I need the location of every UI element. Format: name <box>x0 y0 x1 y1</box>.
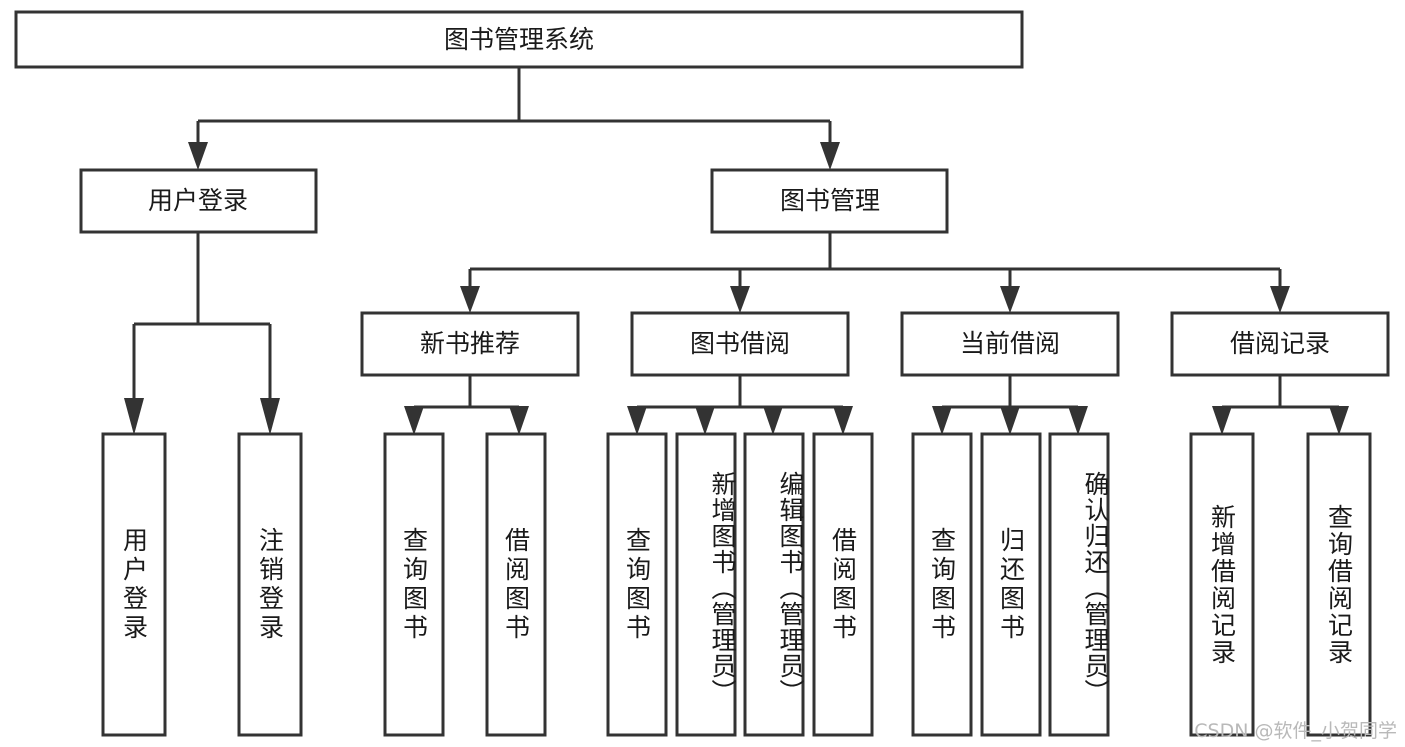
node-current-borrow[interactable]: 当前借阅 <box>900 311 1120 377</box>
node-book-management-label: 图书管理 <box>780 186 880 215</box>
node-current-borrow-box[interactable] <box>900 311 1120 377</box>
arrow-to-leaf-borrow-book-1 <box>509 406 529 435</box>
leaf-box-return-book[interactable] <box>980 432 1042 737</box>
arrow-to-leaf-borrow-book-2 <box>833 406 853 435</box>
arrow-to-new-book <box>460 286 480 313</box>
leaf-box-confirm-return[interactable] <box>1048 432 1110 737</box>
leaf-box-logout[interactable] <box>237 432 303 737</box>
node-book-borrow-box[interactable] <box>630 311 850 377</box>
arrow-to-leaf-edit-book <box>763 406 783 435</box>
node-book-management-box[interactable] <box>710 168 949 234</box>
arrowhead-layer <box>124 142 1349 435</box>
node-book-borrow-label: 图书借阅 <box>690 329 790 358</box>
node-user-login[interactable]: 用户登录 <box>79 168 318 234</box>
leaf-box-layer <box>101 432 1372 737</box>
leaf-box-query-book-3[interactable] <box>911 432 973 737</box>
node-new-book-recommend[interactable]: 新书推荐 <box>360 311 580 377</box>
leaf-box-query-book-1[interactable] <box>383 432 445 737</box>
node-borrow-records-label: 借阅记录 <box>1230 329 1330 358</box>
arrow-to-borrow <box>730 286 750 313</box>
arrow-to-leaf-return-book <box>1000 406 1020 435</box>
arrow-to-leaf-add-book <box>695 406 715 435</box>
node-root[interactable]: 图书管理系统 <box>14 10 1024 69</box>
node-root-label: 图书管理系统 <box>444 25 594 54</box>
arrow-to-records <box>1270 286 1290 313</box>
arrow-to-leaf-query-record <box>1329 406 1349 435</box>
node-root-box[interactable] <box>14 10 1024 69</box>
arrow-to-leaf-user-login <box>124 398 144 435</box>
arrow-to-user-login <box>188 142 208 170</box>
leaf-box-query-record[interactable] <box>1306 432 1372 737</box>
leaf-box-borrow-book-2[interactable] <box>812 432 874 737</box>
node-user-login-label: 用户登录 <box>148 186 248 215</box>
node-borrow-records-box[interactable] <box>1170 311 1390 377</box>
leaf-box-query-book-2[interactable] <box>606 432 668 737</box>
arrow-to-leaf-query-book-2 <box>627 406 647 435</box>
arrow-to-book-mgmt <box>820 142 840 170</box>
arrow-to-leaf-confirm-return <box>1068 406 1088 435</box>
node-new-book-recommend-box[interactable] <box>360 311 580 377</box>
csdn-watermark: CSDN @软件_小贺同学 <box>1194 720 1397 742</box>
node-user-login-box[interactable] <box>79 168 318 234</box>
leaf-box-edit-book[interactable] <box>743 432 805 737</box>
arrow-to-leaf-add-record <box>1212 406 1232 435</box>
node-book-management[interactable]: 图书管理 <box>710 168 949 234</box>
node-book-borrow[interactable]: 图书借阅 <box>630 311 850 377</box>
node-current-borrow-label: 当前借阅 <box>960 329 1060 358</box>
arrow-to-leaf-logout <box>260 398 280 435</box>
arrow-to-leaf-query-book-1 <box>404 406 424 435</box>
leaf-box-user-login[interactable] <box>101 432 167 737</box>
arrow-to-leaf-query-book-3 <box>932 406 952 435</box>
arrow-to-current-borrow <box>1000 286 1020 313</box>
node-new-book-recommend-label: 新书推荐 <box>420 329 520 358</box>
leaf-box-add-book[interactable] <box>675 432 737 737</box>
leaf-box-borrow-book-1[interactable] <box>485 432 547 737</box>
leaf-box-add-record[interactable] <box>1189 432 1255 737</box>
node-borrow-records[interactable]: 借阅记录 <box>1170 311 1390 377</box>
